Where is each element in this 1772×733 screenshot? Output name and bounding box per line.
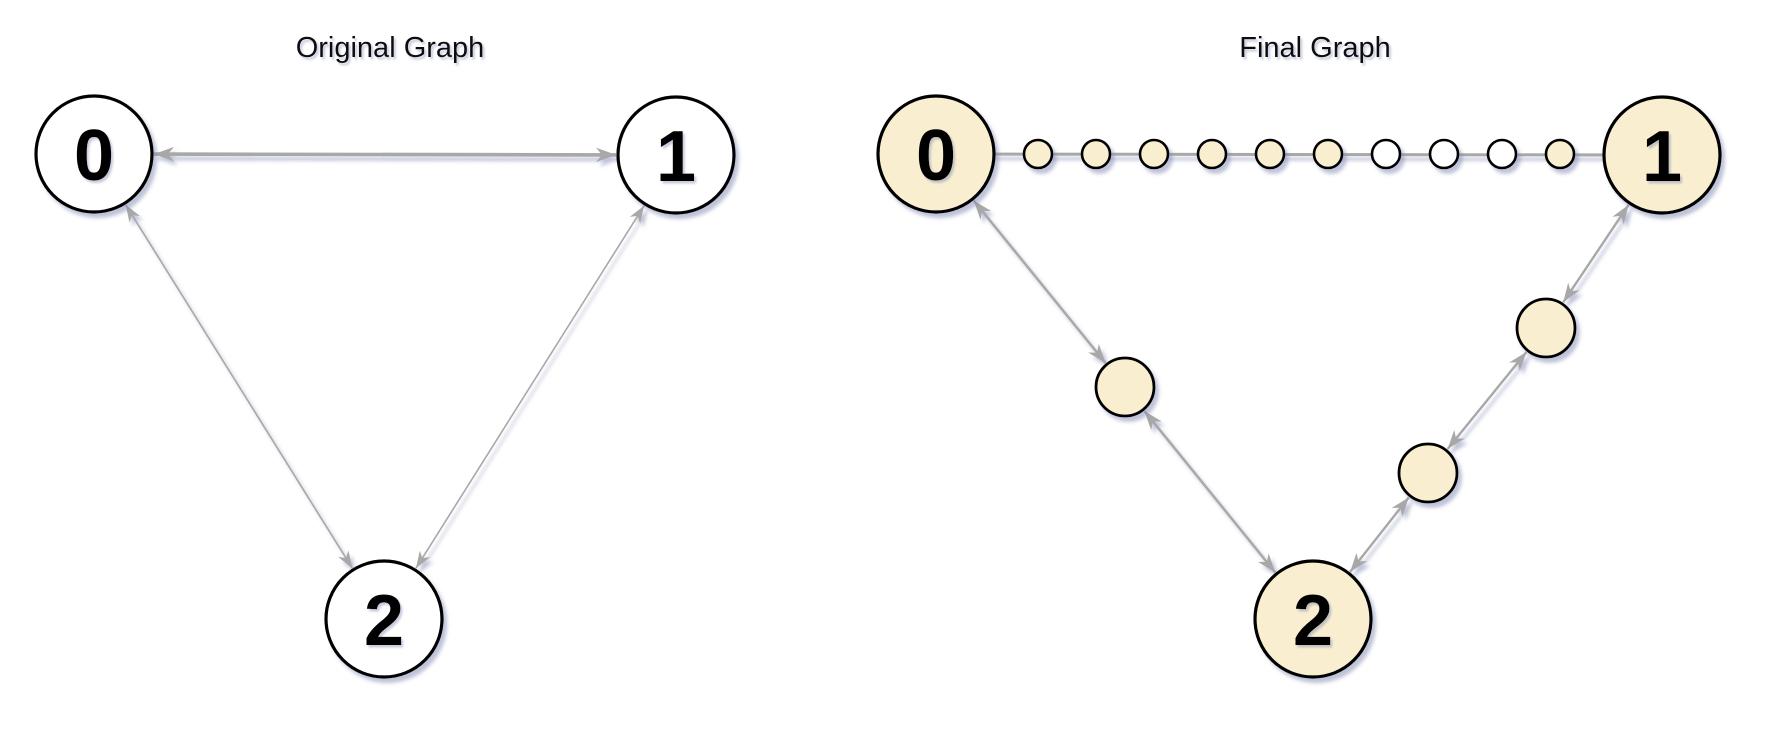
node-1-label: 1 bbox=[1642, 117, 1682, 197]
node-s4-dot bbox=[1196, 138, 1228, 170]
node-1-label: 1 bbox=[656, 117, 696, 197]
final-graph-title: Final Graph bbox=[1239, 32, 1391, 64]
edge-m12a-1 bbox=[1562, 204, 1630, 303]
edge-0-m02 bbox=[972, 199, 1107, 364]
node-1 bbox=[616, 95, 736, 215]
node-m12b-dot bbox=[1397, 442, 1459, 504]
node-s5-dot bbox=[1254, 138, 1286, 170]
edge-m12b-m12a bbox=[1446, 351, 1528, 450]
original-graph-edges bbox=[125, 146, 645, 569]
node-2-label: 2 bbox=[364, 581, 404, 661]
node-s3-dot bbox=[1138, 138, 1170, 170]
edge-0-2 bbox=[125, 204, 353, 569]
edge-1-2 bbox=[415, 205, 645, 569]
node-2-label: 2 bbox=[1293, 581, 1333, 661]
node-m02-dot bbox=[1094, 356, 1156, 418]
node-0 bbox=[34, 94, 154, 214]
node-s6-dot bbox=[1312, 138, 1344, 170]
node-s9-dot bbox=[1486, 138, 1518, 170]
final-graph-nodes: 0 1 2 bbox=[876, 94, 1722, 679]
node-0 bbox=[876, 94, 996, 214]
original-graph: 0 1 2 Original Graph bbox=[34, 32, 736, 679]
node-s7-dot bbox=[1370, 138, 1402, 170]
node-0-label: 0 bbox=[916, 116, 956, 196]
node-s1-dot bbox=[1022, 138, 1054, 170]
node-2 bbox=[324, 559, 444, 679]
node-1 bbox=[1602, 95, 1722, 215]
edge-0-1 bbox=[935, 152, 1663, 157]
original-graph-nodes: 0 1 2 bbox=[34, 94, 736, 679]
edge-m02-2 bbox=[1143, 410, 1277, 574]
final-graph: 0 1 2 Final Graph bbox=[876, 32, 1722, 679]
node-2 bbox=[1253, 559, 1373, 679]
node-m12a-dot bbox=[1515, 297, 1577, 359]
node-s2-dot bbox=[1080, 138, 1112, 170]
node-s10-dot bbox=[1544, 138, 1576, 170]
final-graph-edges bbox=[935, 152, 1663, 574]
node-s8-dot bbox=[1428, 138, 1460, 170]
node-0-label: 0 bbox=[74, 116, 114, 196]
edge-2-m12b bbox=[1349, 496, 1410, 573]
edge-0-1 bbox=[153, 146, 617, 163]
original-graph-title: Original Graph bbox=[296, 32, 485, 64]
